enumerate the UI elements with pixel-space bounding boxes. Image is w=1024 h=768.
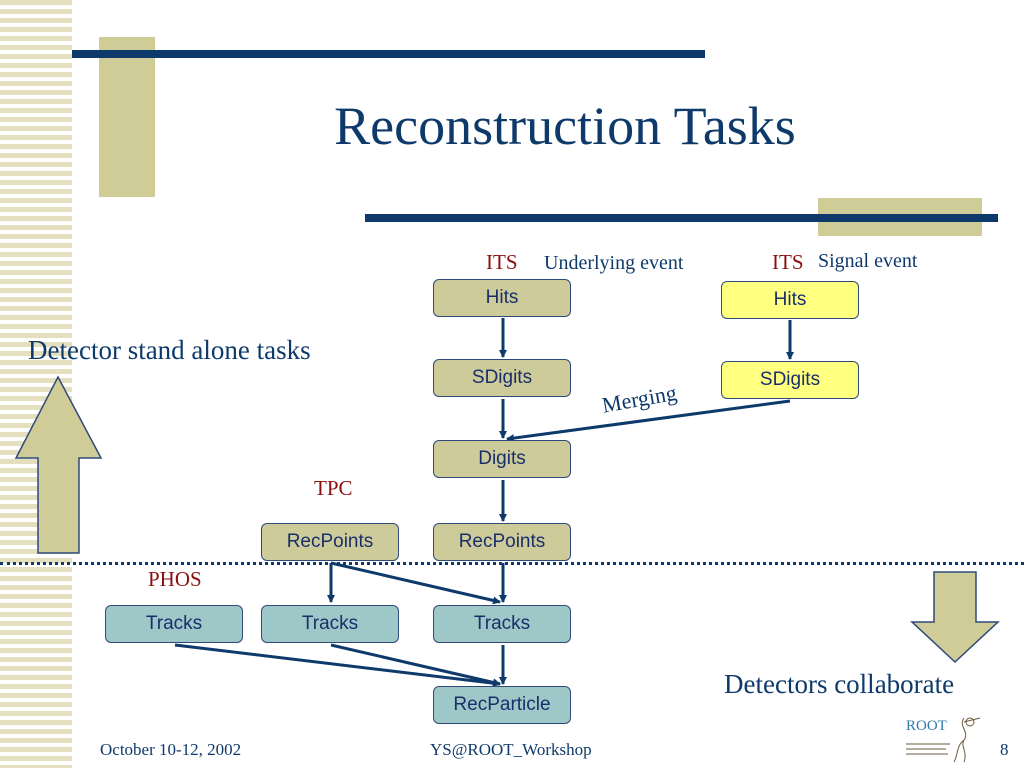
arrow-tpc-tracks-to-recparticle [330, 643, 501, 687]
footer-event: YS@ROOT_Workshop [430, 740, 592, 759]
node-sdigits-signal: SDigits [721, 361, 859, 399]
root-logo-figure [906, 717, 981, 763]
label-underlying-event: Underlying event [544, 252, 684, 274]
root-logo: ROOT [898, 712, 998, 766]
node-sdigits-underlying: SDigits [433, 359, 571, 397]
label-standalone-tasks: Detector stand alone tasks [28, 335, 311, 365]
slide-title: Reconstruction Tasks [334, 96, 796, 156]
up-arrow-block [14, 375, 103, 554]
decorative-block-top [99, 37, 155, 197]
arrow-phos-tracks-to-recparticle [174, 643, 501, 688]
label-tpc: TPC [314, 476, 353, 500]
decorative-bar-bottom [365, 214, 998, 222]
node-tracks-its: Tracks [433, 605, 571, 643]
node-digits: Digits [433, 440, 571, 478]
label-its-underlying: ITS [486, 250, 518, 274]
label-signal-event: Signal event [818, 250, 918, 272]
footer-page-number: 8 [1000, 740, 1009, 759]
down-arrow-block [910, 571, 1000, 664]
node-hits-signal: Hits [721, 281, 859, 319]
node-recparticle: RecParticle [433, 686, 571, 724]
node-tracks-tpc: Tracks [261, 605, 399, 643]
label-detectors-collaborate: Detectors collaborate [724, 669, 955, 699]
node-hits-underlying: Hits [433, 279, 571, 317]
root-logo-text: ROOT [906, 718, 947, 734]
arrow-merging [506, 399, 791, 443]
footer-date: October 10-12, 2002 [100, 740, 242, 759]
arrow-tpc-recpoints-to-its-tracks [330, 561, 501, 605]
node-recpoints-tpc: RecPoints [261, 523, 399, 561]
separator-line [0, 562, 1024, 565]
decorative-bar-top [72, 50, 705, 58]
node-tracks-phos: Tracks [105, 605, 243, 643]
label-phos: PHOS [148, 567, 202, 591]
label-its-signal: ITS [772, 250, 804, 274]
node-recpoints-its: RecPoints [433, 523, 571, 561]
